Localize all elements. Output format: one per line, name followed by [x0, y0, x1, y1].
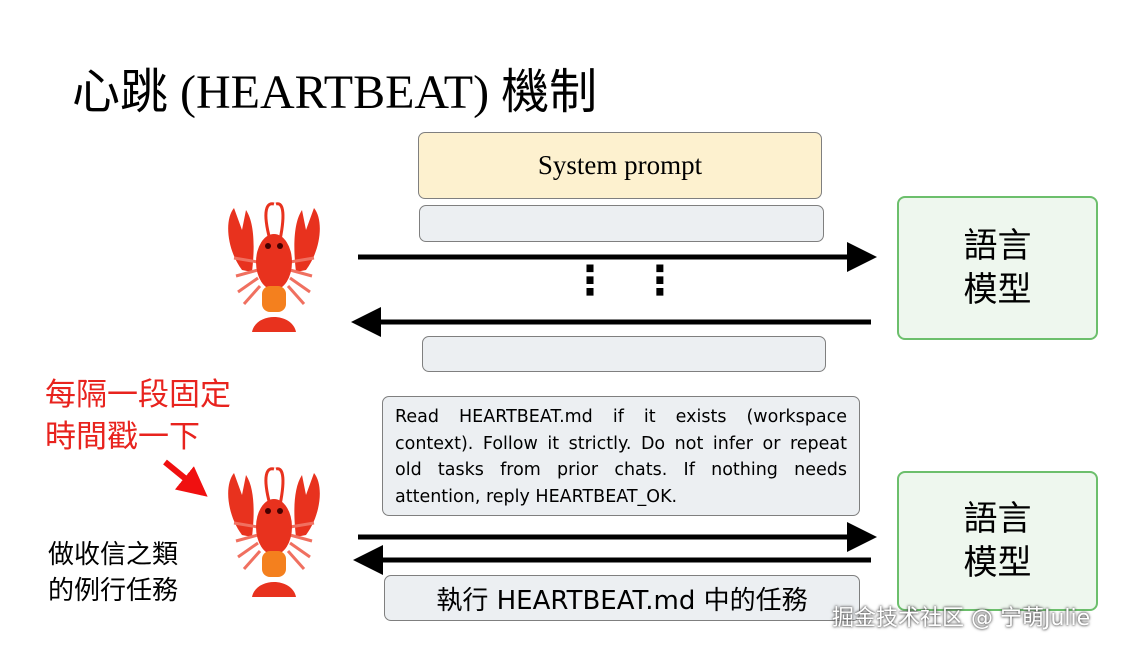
message-box — [422, 336, 826, 372]
annotation-line: 做收信之類 — [48, 540, 179, 570]
annotation-line: 每隔一段固定 — [45, 377, 231, 413]
red-arrow-icon — [163, 459, 208, 497]
response-box: 執行 HEARTBEAT.md 中的任務 — [384, 575, 860, 621]
annotation-line: 時間戳一下 — [45, 419, 200, 455]
lobster-icon — [228, 202, 320, 332]
ellipsis: ⋮ ⋮ — [570, 258, 688, 304]
message-box — [419, 205, 824, 242]
lobster-icon — [226, 467, 322, 599]
watermark: 掘金技术社区 @ 宁萌Julie — [832, 606, 1091, 631]
system-prompt-box: System prompt — [418, 132, 822, 199]
annotation-red: 每隔一段固定時間戳一下 — [45, 374, 231, 458]
model-label: 模型 — [963, 543, 1032, 583]
annotation-line: 的例行任務 — [48, 576, 179, 606]
heartbeat-prompt-box: Read HEARTBEAT.md if it exists (workspac… — [382, 396, 860, 516]
language-model-box: 語言模型 — [897, 471, 1098, 611]
model-label: 語言 — [963, 499, 1032, 539]
model-label: 語言 — [963, 226, 1032, 266]
annotation-black: 做收信之類的例行任務 — [48, 537, 178, 609]
model-label: 模型 — [963, 270, 1032, 310]
language-model-box: 語言模型 — [897, 196, 1098, 340]
slide-title: 心跳 (HEARTBEAT) 機制 — [72, 66, 598, 119]
